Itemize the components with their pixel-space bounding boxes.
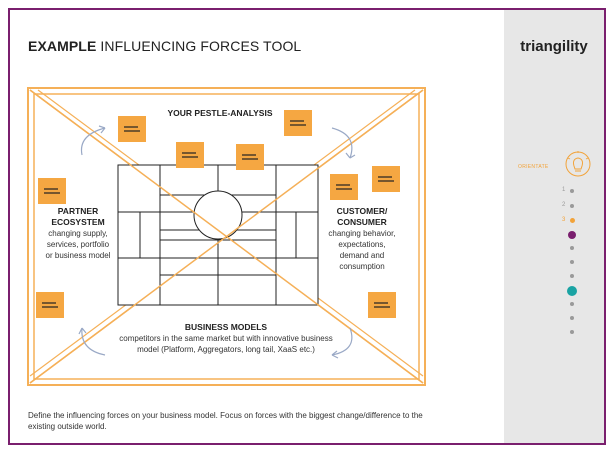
- step-number: 2: [562, 202, 566, 208]
- curved-arrows: [78, 125, 356, 359]
- progress-dot-active[interactable]: [570, 218, 575, 223]
- sticky-note: [236, 144, 264, 170]
- title-bold: EXAMPLE: [28, 38, 97, 54]
- partner-line: services, portfolio: [46, 240, 110, 249]
- sidebar: triangility ORIENTATE 1 2 3: [504, 10, 604, 443]
- progress-dot[interactable]: [570, 260, 574, 264]
- brand-logo: triangility: [520, 38, 588, 55]
- customer-line: changing behavior,: [328, 229, 396, 238]
- business-models-line: competitors in the same market but with …: [119, 334, 333, 343]
- slide-title: EXAMPLE INFLUENCING FORCES TOOL: [28, 38, 301, 54]
- business-models-block: BUSINESS MODELS competitors in the same …: [106, 322, 346, 355]
- title-rest: INFLUENCING FORCES TOOL: [100, 38, 302, 54]
- business-models-line: model (Platform, Aggregators, long tail,…: [137, 345, 315, 354]
- customer-consumer-block: CUSTOMER/ CONSUMER changing behavior, ex…: [316, 206, 408, 272]
- pestle-heading: YOUR PESTLE-ANALYSIS: [167, 108, 273, 118]
- step-number-active: 3: [562, 217, 566, 223]
- progress-dot[interactable]: [570, 316, 574, 320]
- sticky-note: [36, 292, 64, 318]
- sticky-note: [372, 166, 400, 192]
- partner-line: or business model: [45, 251, 111, 260]
- partner-ecosystem-block: PARTNER ECOSYSTEM changing supply, servi…: [32, 206, 124, 261]
- sticky-note: [118, 116, 146, 142]
- customer-line: demand and: [339, 251, 385, 260]
- inner-frame: [33, 93, 420, 380]
- step-number: 1: [562, 187, 566, 193]
- sticky-note: [38, 178, 66, 204]
- forces-diagram: [27, 87, 426, 386]
- slide-main: EXAMPLE INFLUENCING FORCES TOOL: [10, 10, 504, 443]
- business-models-title: BUSINESS MODELS: [184, 322, 268, 332]
- sticky-note: [368, 292, 396, 318]
- sticky-note: [176, 142, 204, 168]
- partner-title-2: ECOSYSTEM: [51, 217, 105, 227]
- phase-dot-purple[interactable]: [568, 231, 576, 239]
- center-circle: [193, 190, 243, 240]
- progress-dot[interactable]: [570, 204, 574, 208]
- phase-label: ORIENTATE: [518, 164, 549, 170]
- footer-instructions: Define the influencing forces on your bu…: [28, 411, 423, 431]
- partner-line: changing supply,: [48, 229, 108, 238]
- slide-frame: EXAMPLE INFLUENCING FORCES TOOL: [8, 8, 606, 445]
- customer-line: expectations,: [338, 240, 386, 249]
- progress-dot[interactable]: [570, 302, 574, 306]
- progress-dot[interactable]: [570, 246, 574, 250]
- arrow-bottom-right: [331, 327, 353, 356]
- sticky-note: [284, 110, 312, 136]
- customer-title-1: CUSTOMER/: [336, 206, 388, 216]
- partner-title-1: PARTNER: [57, 206, 99, 216]
- progress-dot[interactable]: [570, 274, 574, 278]
- diagonal-line: [29, 89, 424, 384]
- arrow-bottom-left: [81, 327, 106, 356]
- lightbulb-icon: [565, 151, 591, 177]
- sticky-note: [330, 174, 358, 200]
- arrow-top-right: [331, 127, 353, 159]
- progress-dot[interactable]: [570, 330, 574, 334]
- customer-line: consumption: [339, 262, 385, 271]
- sticky-notes: [36, 110, 400, 318]
- customer-title-2: CONSUMER: [337, 217, 387, 227]
- progress-dot[interactable]: [570, 189, 574, 193]
- arrow-top-left: [80, 127, 106, 156]
- outer-frame: [27, 87, 426, 386]
- phase-dot-teal[interactable]: [567, 286, 577, 296]
